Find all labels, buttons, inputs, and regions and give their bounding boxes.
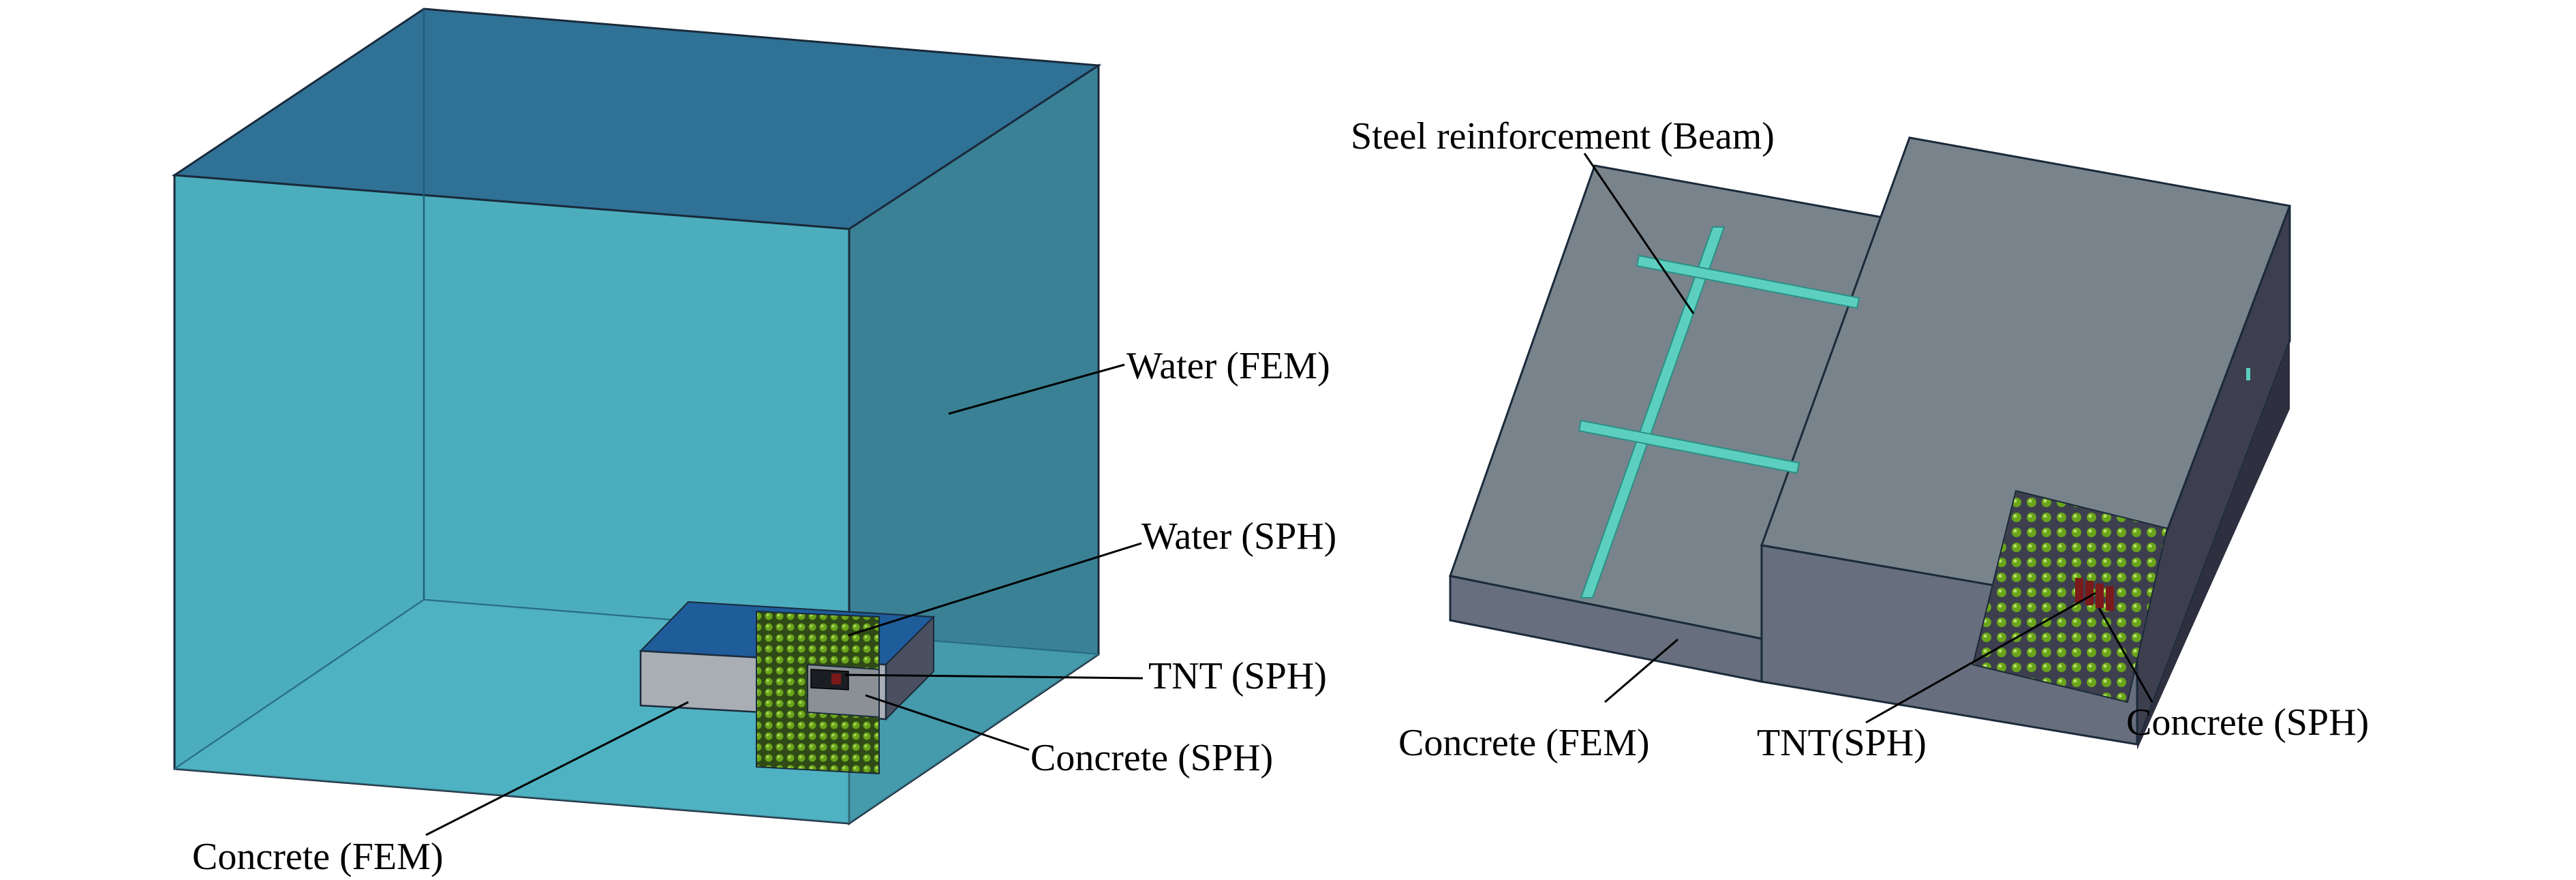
tnt-sph-region [810, 669, 849, 691]
label-concrete-fem: Concrete (FEM) [192, 836, 444, 877]
water-fem-box [171, 7, 1102, 825]
small-marker [2246, 368, 2250, 380]
upper-concrete-block [1760, 136, 2292, 750]
leader-steel [1583, 153, 1695, 314]
tnt-charge [831, 673, 841, 684]
leader-tnt-r [1865, 592, 2096, 724]
left-model: Water (FEM) Water (SPH) TNT (SPH) Concre… [171, 7, 1336, 878]
label-water-sph: Water (SPH) [1141, 515, 1336, 558]
label-water-fem: Water (FEM) [1126, 345, 1330, 387]
rebar-longitudinal [1580, 226, 1726, 598]
water-back-bottom-edge [174, 598, 425, 770]
label-concrete-sph: Concrete (SPH) [1030, 737, 1273, 779]
leader-concrete-sph-r [2098, 607, 2153, 703]
leader-tnt-sph [844, 673, 1144, 680]
leader-water-fem [948, 363, 1125, 415]
rebar-transverse-1 [1636, 254, 1860, 309]
label-concrete-sph-right: Concrete (SPH) [2126, 701, 2369, 744]
rebar-transverse-2 [1578, 419, 1800, 474]
label-tnt-sph-right: TNT(SPH) [1757, 722, 1927, 764]
right-leader-lines [1583, 153, 2153, 724]
left-leader-lines [425, 363, 1144, 836]
leader-concrete-fem-r [1604, 638, 1678, 703]
leader-water-sph [848, 542, 1142, 637]
label-tnt-sph: TNT (SPH) [1148, 655, 1327, 697]
steel-reinforcement-beams [1578, 226, 1860, 598]
left-concrete-slab [639, 601, 936, 775]
leader-concrete-fem [425, 701, 689, 836]
tnt-sph-charge [2075, 578, 2114, 611]
label-concrete-fem-right: Concrete (FEM) [1398, 722, 1650, 764]
leader-concrete-sph [865, 694, 1030, 751]
label-steel-reinforcement: Steel reinforcement (Beam) [1351, 115, 1775, 157]
right-end-face [2137, 341, 2290, 750]
concrete-sph-particles [1972, 489, 2168, 703]
right-model: Steel reinforcement (Beam) Concrete (FEM… [1351, 115, 2369, 764]
